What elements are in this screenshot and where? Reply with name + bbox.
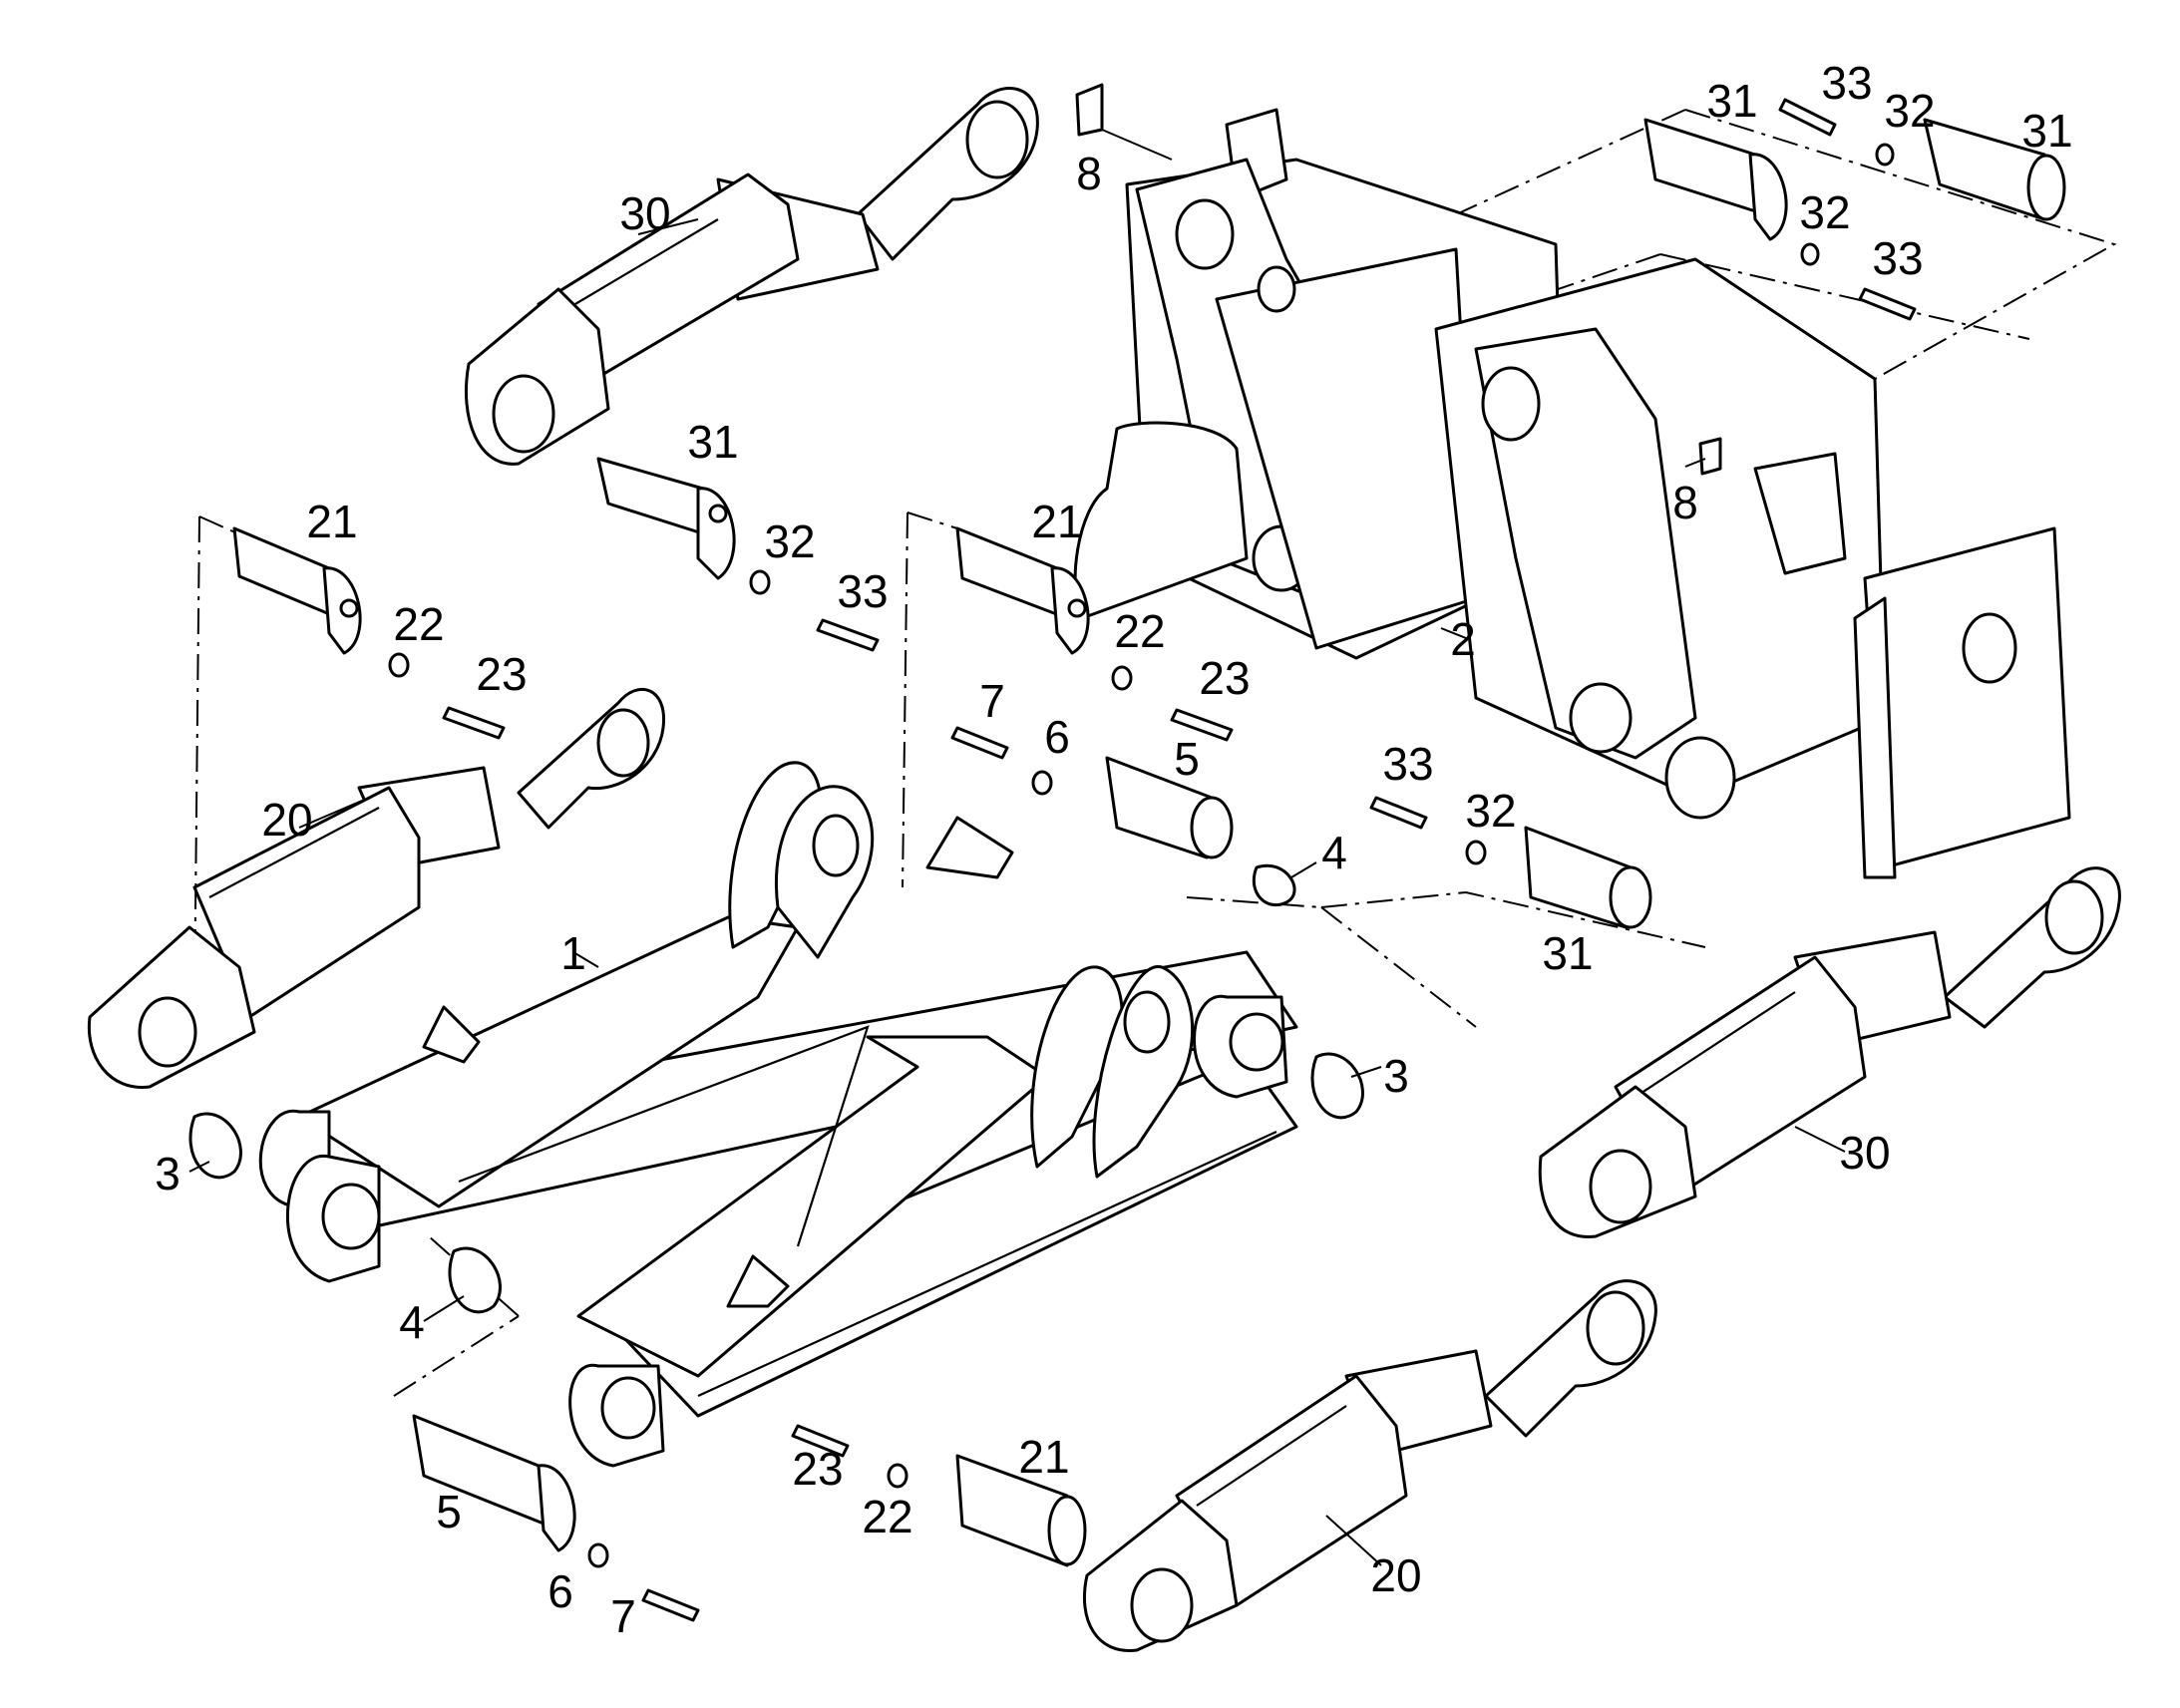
lower-a-frame [258, 761, 1298, 1468]
callout-7-bottom: 7 [610, 1590, 636, 1642]
callout-31-top-right-b: 31 [2021, 105, 2072, 157]
callout-33-right-center: 33 [1382, 738, 1433, 790]
callout-23-center: 23 [1199, 652, 1250, 704]
callout-8-top: 8 [1076, 148, 1102, 199]
callout-20-left: 20 [261, 794, 312, 846]
callout-21-center: 21 [1031, 496, 1082, 547]
callout-23-left: 23 [476, 648, 527, 700]
callout-4-bottom: 4 [399, 1296, 425, 1348]
frame-eye-right [1229, 1012, 1284, 1072]
callout-20-bottom: 20 [1370, 1549, 1421, 1601]
housing-eye-top [1175, 198, 1235, 270]
callout-33-top-right-b: 33 [1872, 232, 1923, 284]
housing-eye-upper-right [1481, 366, 1541, 442]
callout-22-center: 22 [1114, 605, 1165, 657]
callout-5-bottom: 5 [436, 1486, 462, 1537]
callout-3-left: 3 [155, 1148, 181, 1199]
callout-8-right: 8 [1672, 477, 1698, 528]
callout-21-left: 21 [306, 496, 357, 547]
callout-1: 1 [560, 927, 586, 979]
leader-lines [188, 129, 1846, 1566]
callout-30-top: 30 [619, 187, 670, 239]
housing-bore-large [1664, 736, 1736, 820]
callout-5-center: 5 [1174, 733, 1200, 785]
cylinder-30-right [1538, 866, 2121, 1238]
housing-side-plate-bore [1962, 612, 2017, 684]
callout-32-top-right-b: 32 [1799, 186, 1850, 238]
frame-eye-bottom [600, 1376, 656, 1440]
callout-22-left: 22 [393, 598, 444, 650]
housing-eye-lower-right [1569, 682, 1633, 754]
callout-4-center: 4 [1321, 827, 1347, 878]
cylinder-30-top [464, 87, 1039, 466]
lug-eye-upper [812, 814, 860, 877]
callout-labels: 1 2 3 3 4 4 5 5 6 6 7 7 8 8 20 20 21 21 … [155, 57, 2072, 1642]
callout-6-center: 6 [1044, 711, 1070, 763]
housing-bore-small [1257, 265, 1296, 313]
callout-22-bottom: 22 [862, 1491, 912, 1542]
callout-21-bottom: 21 [1018, 1431, 1069, 1483]
callout-33-top-right-a: 33 [1821, 57, 1872, 109]
callout-6-bottom: 6 [547, 1565, 573, 1617]
callout-7-center: 7 [979, 675, 1005, 727]
cylinder-20-left [87, 687, 666, 1089]
callout-3-right: 3 [1383, 1050, 1409, 1102]
callout-31-right-center: 31 [1542, 927, 1593, 979]
cylinder-20-bottom [1082, 1279, 1657, 1652]
callout-32-top-right-a: 32 [1884, 85, 1935, 137]
callout-23-bottom: 23 [792, 1443, 843, 1495]
callout-31-top-center: 31 [687, 416, 738, 468]
upper-housing [1073, 108, 2071, 879]
frame-eye-left [321, 1183, 381, 1250]
callout-30-right: 30 [1839, 1127, 1890, 1179]
callout-33-top-center: 33 [837, 565, 888, 617]
lug-eye-lower [1123, 990, 1171, 1054]
callout-32-right-center: 32 [1465, 785, 1516, 837]
callout-2: 2 [1450, 613, 1476, 665]
pins-washers-bolts [188, 83, 2066, 1622]
callout-31-top-right-a: 31 [1706, 75, 1757, 127]
callout-32-top-center: 32 [764, 515, 815, 567]
